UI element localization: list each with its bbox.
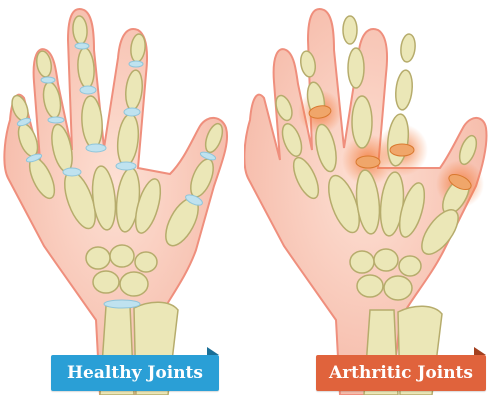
arthritic-joints-label: Arthritic Joints <box>316 355 486 391</box>
healthy-hand-illustration <box>0 0 244 395</box>
arthritic-hand-illustration <box>244 0 488 395</box>
healthy-hand-skeleton-icon <box>0 0 244 395</box>
arthritic-ribbon-fold <box>474 347 486 355</box>
arthritic-hand-skeleton-icon <box>244 0 488 395</box>
healthy-joints-label: Healthy Joints <box>51 355 219 391</box>
healthy-ribbon-fold <box>207 347 219 355</box>
